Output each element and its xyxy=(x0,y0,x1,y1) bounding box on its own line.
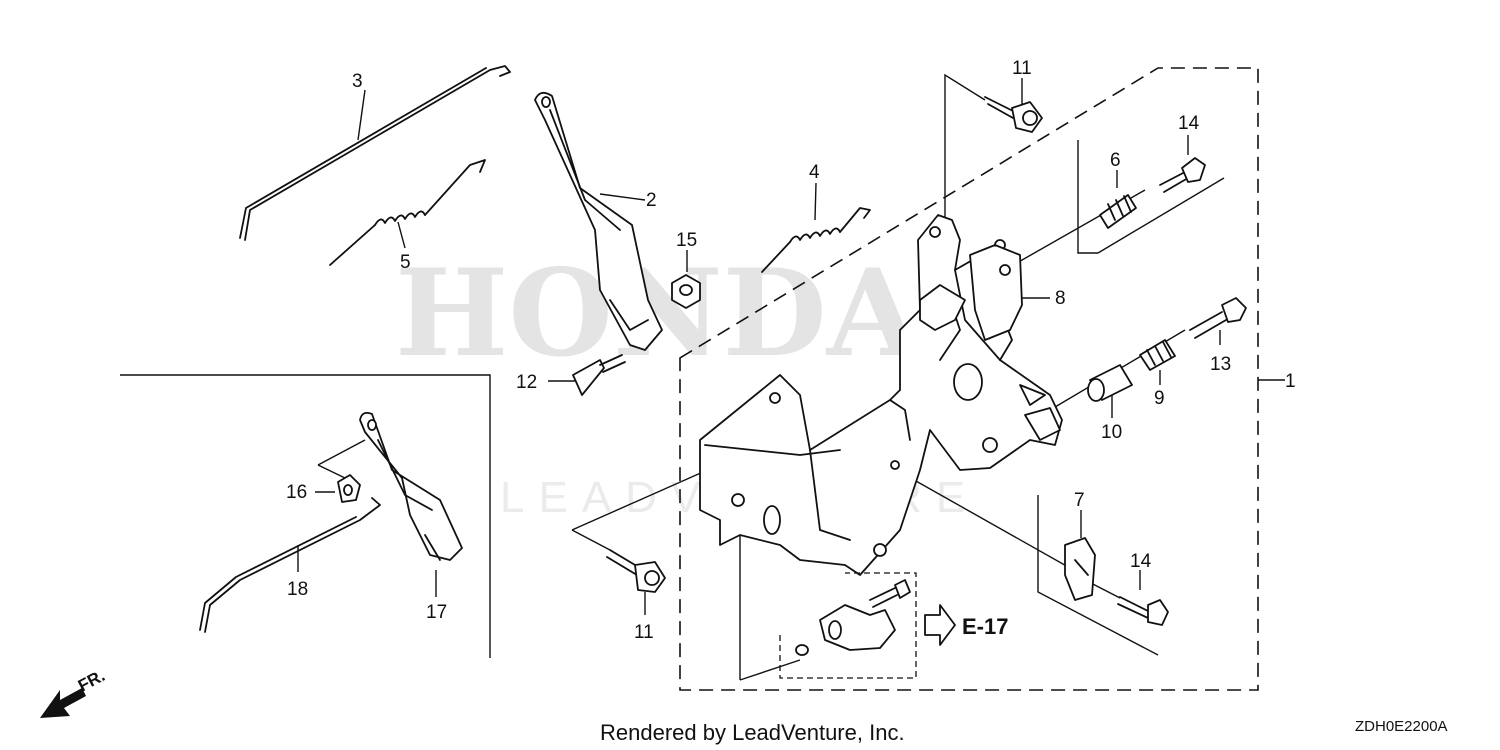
callout-18[interactable]: 18 xyxy=(287,579,308,600)
callout-6[interactable]: 6 xyxy=(1110,150,1121,171)
part-11-bolt-top xyxy=(984,96,1043,133)
part-12-bolt xyxy=(572,354,626,396)
part-13-bolt xyxy=(1189,297,1247,339)
callout-10[interactable]: 10 xyxy=(1101,422,1122,443)
part-16-clip xyxy=(337,474,361,503)
callout-3[interactable]: 3 xyxy=(352,71,363,92)
part-6-spring xyxy=(1099,194,1137,229)
part-11-bolt-bottom xyxy=(606,549,666,593)
part-7-clip xyxy=(1064,537,1096,601)
callout-7[interactable]: 7 xyxy=(1074,490,1085,511)
part-1-bracket xyxy=(699,214,1063,576)
callout-13[interactable]: 13 xyxy=(1210,354,1231,375)
callouts: 1 2 3 4 5 6 7 8 9 10 11 11 12 13 14 14 1… xyxy=(286,58,1296,643)
callout-2[interactable]: 2 xyxy=(646,190,657,211)
part-15-nut xyxy=(671,274,701,309)
e17-subassembly xyxy=(779,572,917,679)
part-8-plate xyxy=(969,244,1023,341)
part-10-collar xyxy=(1087,364,1133,402)
part-3-rod xyxy=(239,65,511,241)
part-5-spring xyxy=(329,159,486,266)
callout-14-top[interactable]: 14 xyxy=(1178,113,1200,134)
callout-14-bottom[interactable]: 14 xyxy=(1130,551,1152,572)
part-14-bolt-top xyxy=(1159,157,1206,193)
front-direction-arrow xyxy=(40,688,86,718)
callout-8[interactable]: 8 xyxy=(1055,288,1066,309)
callout-11-bottom[interactable]: 11 xyxy=(634,622,654,643)
callout-16[interactable]: 16 xyxy=(286,482,307,503)
callout-17[interactable]: 17 xyxy=(426,602,447,623)
diagram-code: ZDH0E2200A xyxy=(1355,718,1448,735)
callout-4[interactable]: 4 xyxy=(809,162,820,183)
part-14-bolt-bottom xyxy=(1117,596,1169,626)
callout-9[interactable]: 9 xyxy=(1154,388,1165,409)
callout-1[interactable]: 1 xyxy=(1285,371,1296,392)
part-2-arm xyxy=(534,91,663,351)
part-18-rod xyxy=(199,497,381,633)
callout-5[interactable]: 5 xyxy=(400,252,411,273)
callout-15[interactable]: 15 xyxy=(676,230,697,251)
bracket-lines xyxy=(120,140,1225,658)
watermark-brand: HONDA xyxy=(395,243,922,384)
e17-arrow xyxy=(924,604,956,646)
e17-reference-label[interactable]: E-17 xyxy=(962,614,1008,639)
callout-11-top[interactable]: 11 xyxy=(1012,58,1032,79)
assembly-boundary xyxy=(679,67,1259,691)
part-4-spring xyxy=(761,207,871,273)
part-9-spring xyxy=(1139,339,1176,371)
callout-12[interactable]: 12 xyxy=(516,372,537,393)
footer-credit: Rendered by LeadVenture, Inc. xyxy=(600,720,905,745)
part-17-arm xyxy=(359,411,463,561)
